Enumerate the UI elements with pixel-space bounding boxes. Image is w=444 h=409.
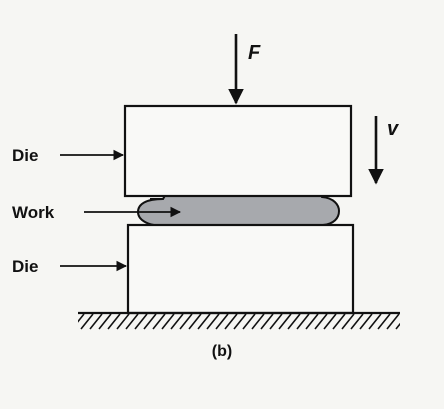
hatch-line (224, 313, 238, 330)
hatch-line (405, 314, 417, 329)
hatch-line (116, 313, 130, 330)
lower-die (126, 223, 355, 315)
force-label: F (248, 42, 261, 64)
hatch-line (179, 313, 193, 330)
hatch-line (386, 313, 400, 330)
ground (78, 311, 426, 330)
hatch-line (377, 313, 391, 330)
work-label: Work (12, 203, 55, 222)
hatch-line (215, 313, 229, 330)
hatch-line (98, 313, 112, 330)
hatch-line (152, 313, 166, 330)
caption: (b) (212, 343, 232, 360)
hatch-line (188, 313, 202, 330)
hatch-line (305, 313, 319, 330)
ground-hatching (78, 313, 426, 330)
hatch-line (368, 313, 382, 330)
hatch-line (89, 313, 103, 330)
hatch-line (287, 313, 301, 330)
hatch-line (161, 313, 175, 330)
hatch-line (260, 313, 274, 330)
upper-die (123, 104, 353, 198)
hatch-line (414, 314, 426, 329)
upper-die-label: Die (12, 146, 38, 165)
hatch-line (350, 313, 364, 330)
hatch-line (323, 313, 337, 330)
hatch-line (341, 313, 355, 330)
hatch-line (359, 313, 373, 330)
lower-die-label: Die (12, 257, 38, 276)
hatch-line (134, 313, 148, 330)
hatch-line (197, 313, 211, 330)
hatch-line (170, 313, 184, 330)
hatch-line (80, 313, 94, 330)
hatch-line (206, 313, 220, 330)
hatch-line (395, 322, 400, 330)
velocity-label: v (387, 118, 400, 140)
hatch-line (314, 313, 328, 330)
hatch-line (107, 313, 121, 330)
hatch-line (242, 313, 256, 330)
hatch-line (296, 313, 310, 330)
hatch-line (143, 313, 157, 330)
hatch-line (332, 313, 346, 330)
hatch-line (125, 313, 139, 330)
hatch-line (78, 313, 85, 323)
hatch-line (233, 313, 247, 330)
hatch-line (269, 313, 283, 330)
hatch-line (251, 313, 265, 330)
hatch-line (278, 313, 292, 330)
